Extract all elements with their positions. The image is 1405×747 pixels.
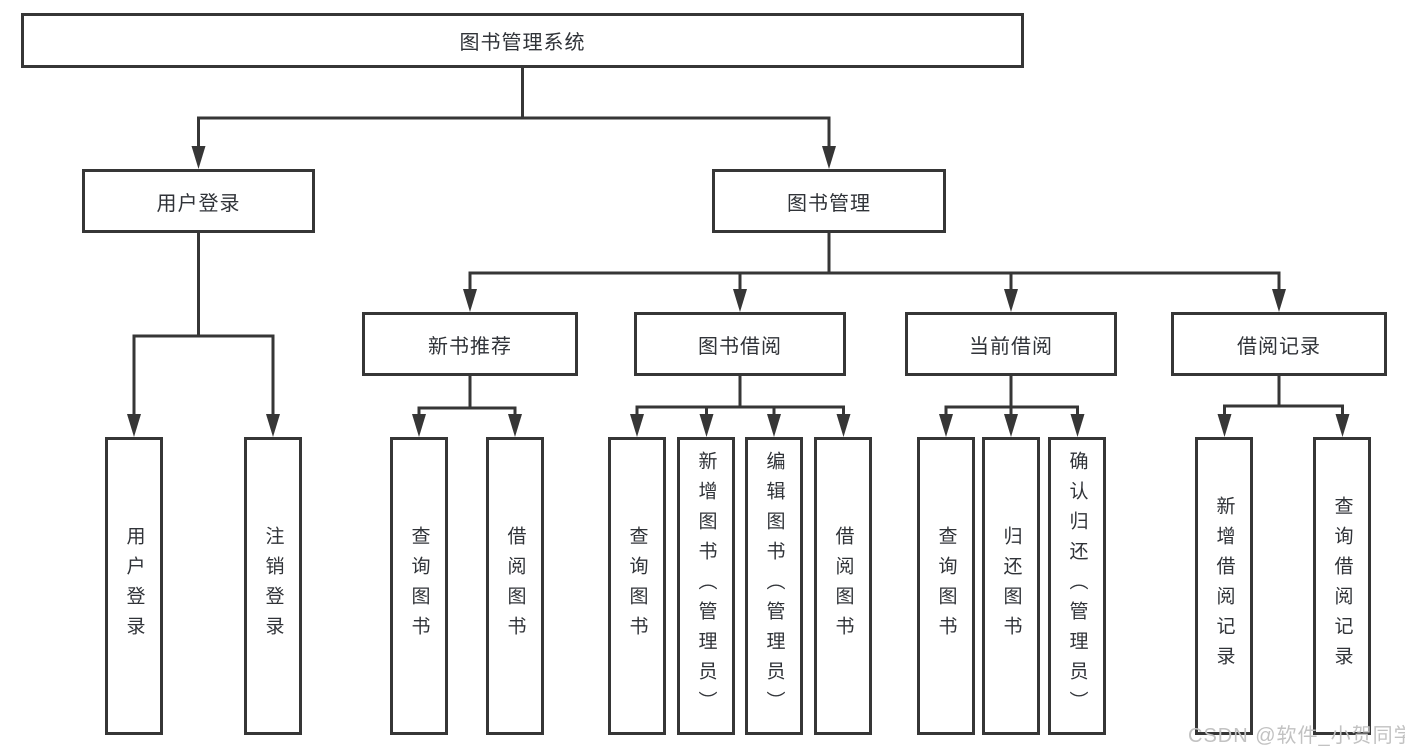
leaf-label: 注销登录 (262, 526, 284, 646)
arrowhead-bb-query (630, 414, 644, 437)
leaf-cb-return-books: 归还图书 (982, 437, 1040, 735)
arrowhead-bb-add (699, 414, 714, 437)
node-label: 新书推荐 (428, 335, 512, 358)
node-borrowing-records: 借阅记录 (1171, 312, 1387, 376)
node-new-book-recommend: 新书推荐 (362, 312, 578, 376)
leaf-bb-query-books: 查询图书 (608, 437, 666, 735)
leaf-label: 借阅图书 (504, 526, 526, 646)
node-label: 图书管理系统 (459, 32, 586, 54)
leaf-label: 借阅图书 (832, 526, 854, 646)
node-book-borrowing: 图书借阅 (634, 312, 846, 376)
arrowhead-rec-add (1217, 414, 1232, 437)
node-label: 图书管理 (787, 192, 871, 215)
connector-bookmgmt-children (468, 231, 1281, 293)
node-current-borrowing: 当前借阅 (905, 312, 1117, 376)
leaf-label: 查询图书 (626, 526, 648, 646)
leaf-rec-query-record: 查询借阅记录 (1313, 437, 1371, 735)
leaf-cb-confirm-return-admin: 确认归还（管理员） (1048, 437, 1106, 735)
node-label: 用户登录 (156, 192, 241, 215)
leaf-label: 查询借阅记录 (1331, 496, 1353, 676)
arrowhead-nb-borrow (508, 414, 522, 437)
leaf-label: 归还图书 (1000, 526, 1022, 646)
csdn-watermark: CSDN @软件_小贺同学 (1188, 725, 1405, 747)
connector-newbooks-children (417, 374, 517, 418)
connector-records-children (1223, 374, 1344, 418)
connector-userlogin-children (132, 231, 275, 418)
node-label: 当前借阅 (969, 335, 1053, 358)
arrowhead-leaf-logout (266, 414, 280, 437)
leaf-label: 查询图书 (408, 526, 430, 646)
node-label: 借阅记录 (1237, 335, 1321, 358)
leaf-label: 新增借阅记录 (1213, 496, 1235, 676)
arrowhead-leaf-user-login (127, 414, 141, 437)
node-library-management-system: 图书管理系统 (21, 13, 1024, 68)
arrowhead-rec-query (1335, 414, 1350, 437)
arrowhead-cb-confirm (1070, 414, 1085, 437)
arrowhead-current-borrow (1004, 289, 1018, 312)
leaf-bb-borrow-books: 借阅图书 (814, 437, 872, 735)
leaf-nb-borrow-books: 借阅图书 (486, 437, 544, 735)
leaf-rec-add-record: 新增借阅记录 (1195, 437, 1253, 735)
leaf-label: 编辑图书（管理员） (763, 451, 785, 721)
arrowhead-nb-query (412, 414, 426, 437)
leaf-label: 确认归还（管理员） (1066, 451, 1088, 721)
arrowhead-bb-edit (767, 414, 781, 437)
leaf-logout: 注销登录 (244, 437, 302, 735)
connector-current-children (944, 374, 1079, 418)
leaf-cb-query-books: 查询图书 (917, 437, 975, 735)
arrowhead-user-login (191, 146, 206, 169)
arrowhead-new-books (463, 289, 477, 312)
arrowhead-borrow-records (1272, 289, 1286, 312)
connector-borrow-children (635, 374, 845, 418)
leaf-user-login: 用户登录 (105, 437, 163, 735)
leaf-bb-edit-books-admin: 编辑图书（管理员） (745, 437, 803, 735)
leaf-bb-add-books-admin: 新增图书（管理员） (677, 437, 735, 735)
node-book-management: 图书管理 (712, 169, 946, 233)
arrowhead-bb-borrow (836, 414, 851, 437)
arrowhead-book-mgmt (822, 146, 836, 169)
leaf-nb-query-books: 查询图书 (390, 437, 448, 735)
node-user-login: 用户登录 (82, 169, 315, 233)
node-label: 图书借阅 (698, 335, 782, 358)
leaf-label: 用户登录 (123, 526, 145, 646)
arrowhead-cb-return (1004, 414, 1018, 437)
arrowhead-book-borrow (733, 289, 747, 312)
leaf-label: 查询图书 (935, 526, 957, 646)
leaf-label: 新增图书（管理员） (695, 451, 717, 721)
arrowhead-cb-query (939, 414, 953, 437)
connector-root-to-level2 (197, 66, 831, 149)
